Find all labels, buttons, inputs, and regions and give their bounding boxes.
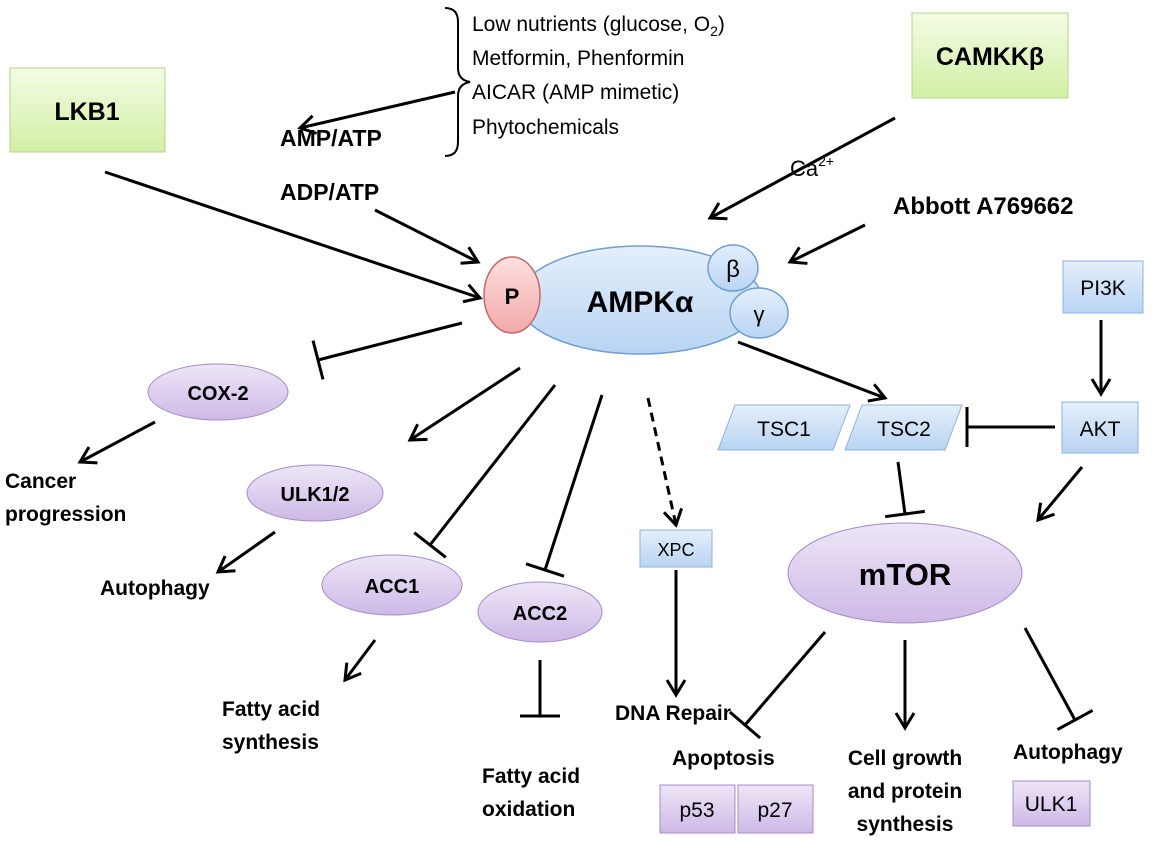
activate-edge bbox=[1090, 320, 1112, 397]
p53-label: p53 bbox=[679, 799, 714, 822]
growth-label-1: Cell growth bbox=[848, 747, 962, 770]
mtor-node bbox=[787, 522, 1023, 624]
akt-label: AKT bbox=[1080, 418, 1121, 441]
cancer-label-2: progression bbox=[5, 503, 126, 526]
activate-edge bbox=[343, 639, 377, 683]
phospho-label: P bbox=[505, 284, 520, 309]
p27-node bbox=[737, 784, 814, 834]
beta-label: β bbox=[726, 256, 740, 283]
activate-edge bbox=[665, 570, 687, 698]
brace bbox=[444, 7, 471, 157]
inhibit-edge bbox=[413, 384, 557, 559]
stimulus-metformin: Metformin, Phenformin bbox=[472, 47, 684, 70]
apoptosis-label: Apoptosis bbox=[672, 747, 775, 770]
p53-node bbox=[659, 784, 736, 834]
abbott-label: Abbott A769662 bbox=[893, 193, 1074, 220]
fao-label-1: Fatty acid bbox=[482, 765, 580, 788]
p27-label: p27 bbox=[757, 799, 792, 822]
inhibit-edge bbox=[728, 631, 827, 740]
stimulus-phytochemicals: Phytochemicals bbox=[472, 116, 619, 139]
activate-edge bbox=[737, 340, 888, 403]
fas-label-2: synthesis bbox=[222, 731, 319, 754]
activate-edge bbox=[707, 116, 896, 221]
ulk1-label: ULK1 bbox=[1025, 793, 1078, 816]
cancer-label-1: Cancer bbox=[5, 470, 76, 493]
cox2-node bbox=[147, 363, 289, 421]
autophagy-label: Autophagy bbox=[100, 577, 210, 600]
gamma-label: γ bbox=[754, 302, 765, 327]
inhibit-edge bbox=[965, 407, 1055, 447]
inhibit-edge bbox=[884, 461, 926, 519]
tsc1-label: TSC1 bbox=[757, 418, 811, 441]
mtor-label: mTOR bbox=[859, 557, 951, 592]
ulk1-node bbox=[1012, 780, 1091, 827]
camkkb-label: CAMKKβ bbox=[936, 43, 1044, 71]
adp-atp-label: ADP/ATP bbox=[280, 179, 379, 205]
growth-label-2: and protein bbox=[848, 780, 962, 803]
acc2-node bbox=[477, 581, 603, 643]
edges bbox=[77, 90, 1112, 740]
acc1-label: ACC1 bbox=[365, 576, 419, 598]
tsc2-node bbox=[844, 404, 963, 451]
akt-node bbox=[1061, 401, 1139, 454]
activate-edge bbox=[77, 420, 156, 465]
cox2-label: COX-2 bbox=[187, 383, 248, 405]
amp-atp-label: AMP/ATP bbox=[280, 125, 382, 151]
activate-edge bbox=[104, 170, 483, 304]
phospho-node bbox=[483, 256, 541, 334]
ampk-label: AMPKα bbox=[587, 286, 694, 319]
stimulus-low-nutrients: Low nutrients (glucose, O2) bbox=[472, 13, 725, 39]
activate-edge bbox=[297, 90, 456, 135]
calcium-label: Ca2+ bbox=[790, 153, 834, 181]
gamma-subunit bbox=[729, 287, 789, 339]
activate-edge bbox=[407, 366, 521, 442]
inhibit-edge bbox=[525, 394, 604, 578]
autophagy-mtor-label: Autophagy bbox=[1013, 741, 1123, 764]
growth-label-3: synthesis bbox=[857, 813, 954, 836]
acc2-label: ACC2 bbox=[513, 603, 567, 625]
inhibit-edge bbox=[1023, 627, 1094, 731]
xpc-label: XPC bbox=[657, 540, 694, 560]
ulk12-node bbox=[246, 464, 384, 522]
ulk12-label: ULK1/2 bbox=[281, 484, 350, 506]
dna-repair-label: DNA Repair bbox=[615, 702, 731, 725]
activate-edge bbox=[646, 397, 683, 528]
fas-label-1: Fatty acid bbox=[222, 698, 320, 721]
camkkb-node bbox=[911, 12, 1069, 99]
inhibit-edge bbox=[311, 321, 463, 380]
activate-edge bbox=[215, 530, 276, 574]
lkb1-node bbox=[9, 67, 166, 153]
stimulus-aicar: AICAR (AMP mimetic) bbox=[472, 81, 679, 104]
tsc1-node bbox=[717, 404, 851, 451]
acc1-node bbox=[321, 554, 463, 616]
inhibit-edge bbox=[520, 660, 560, 718]
pi3k-node bbox=[1062, 260, 1144, 314]
pi3k-label: PI3K bbox=[1080, 277, 1126, 300]
activate-edge bbox=[894, 640, 916, 731]
tsc2-label: TSC2 bbox=[877, 418, 931, 441]
activate-edge bbox=[1036, 466, 1084, 523]
activate-edge bbox=[787, 223, 866, 265]
activate-edge bbox=[374, 208, 481, 265]
lkb1-label: LKB1 bbox=[54, 98, 119, 126]
fao-label-2: oxidation bbox=[482, 798, 575, 821]
beta-subunit bbox=[707, 244, 759, 292]
xpc-node bbox=[639, 529, 713, 568]
